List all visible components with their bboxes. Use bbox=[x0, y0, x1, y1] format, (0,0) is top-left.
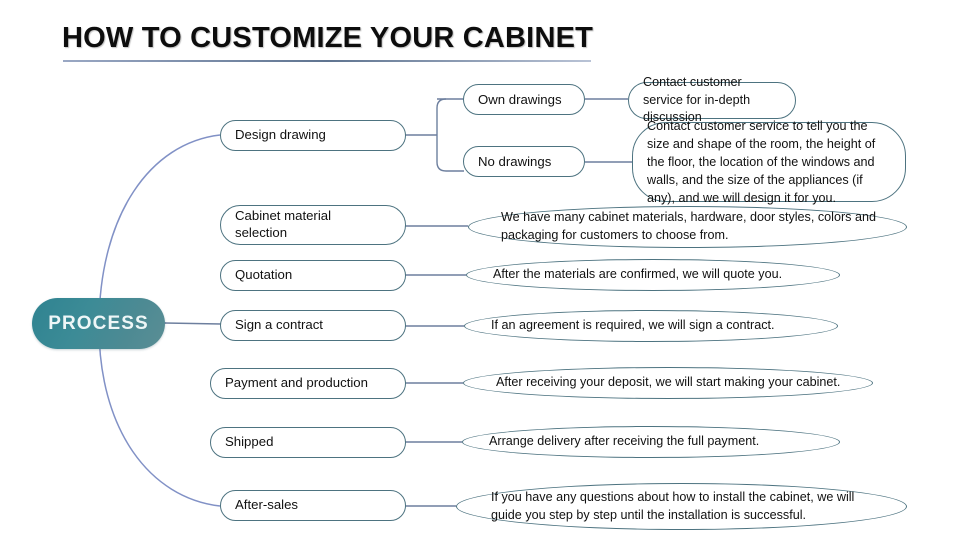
detail-text-quotation: After the materials are confirmed, we wi… bbox=[493, 267, 783, 282]
detail-text-shipped: Arrange delivery after receiving the ful… bbox=[489, 434, 760, 449]
root-node-process[interactable]: PROCESS bbox=[32, 298, 165, 349]
detail-payment-and-production: After receiving your deposit, we will st… bbox=[463, 367, 873, 399]
branch-after-sales[interactable]: After-sales bbox=[220, 490, 406, 521]
detail-after-sales: If you have any questions about how to i… bbox=[456, 483, 907, 530]
detail-no-drawings: Contact customer service to tell you the… bbox=[632, 119, 906, 205]
detail-quotation: After the materials are confirmed, we wi… bbox=[466, 259, 840, 291]
subbranch-label-no-drawings: No drawings bbox=[478, 154, 552, 169]
detail-text-after-sales: If you have any questions about how to i… bbox=[491, 489, 855, 522]
branch-label-after-sales: After-sales bbox=[235, 497, 299, 513]
subbranch-own-drawings[interactable]: Own drawings bbox=[463, 84, 585, 115]
branch-payment-and-production[interactable]: Payment and production bbox=[210, 368, 406, 399]
branch-design-drawing[interactable]: Design drawing bbox=[220, 120, 406, 151]
branch-sign-a-contract[interactable]: Sign a contract bbox=[220, 310, 406, 341]
link-sign-a-contract bbox=[164, 322, 222, 325]
branch-label-cabinet-line2: selection bbox=[235, 225, 288, 240]
branch-label-sign-a-contract: Sign a contract bbox=[235, 317, 323, 333]
branch-label-quotation: Quotation bbox=[235, 267, 293, 283]
page-title: HOW TO CUSTOMIZE YOUR CABINET bbox=[62, 22, 594, 54]
detail-text-cabinet-material-selection: We have many cabinet materials, hardware… bbox=[501, 210, 876, 242]
branch-label-cabinet-line1: Cabinet material bbox=[235, 208, 332, 224]
detail-text-own-drawings: Contact customer service for in-depth di… bbox=[643, 74, 751, 125]
detail-text-sign-a-contract: If an agreement is required, we will sig… bbox=[491, 318, 775, 333]
title-divider bbox=[63, 60, 591, 62]
detail-text-no-drawings: Contact customer service to tell you the… bbox=[647, 119, 876, 205]
detail-shipped: Arrange delivery after receiving the ful… bbox=[462, 426, 840, 458]
branch-cabinet-material-selection[interactable]: Cabinet material selection bbox=[220, 205, 406, 245]
detail-cabinet-material-selection: We have many cabinet materials, hardware… bbox=[468, 206, 907, 248]
branch-label-design-drawing: Design drawing bbox=[235, 127, 326, 143]
branch-label-shipped: Shipped bbox=[225, 434, 274, 450]
root-node-label: PROCESS bbox=[48, 312, 149, 334]
link-own-corner bbox=[436, 98, 447, 109]
subbranch-no-drawings[interactable]: No drawings bbox=[463, 146, 585, 177]
link-no-drawings bbox=[436, 161, 464, 172]
detail-text-payment-and-production: After receiving your deposit, we will st… bbox=[496, 375, 841, 390]
subbranch-label-own-drawings: Own drawings bbox=[478, 92, 562, 107]
branch-shipped[interactable]: Shipped bbox=[210, 427, 406, 458]
detail-own-drawings: Contact customer service for in-depth di… bbox=[628, 75, 796, 124]
branch-label-payment-and-production: Payment and production bbox=[225, 375, 368, 391]
branch-quotation[interactable]: Quotation bbox=[220, 260, 406, 291]
detail-sign-a-contract: If an agreement is required, we will sig… bbox=[464, 310, 838, 342]
